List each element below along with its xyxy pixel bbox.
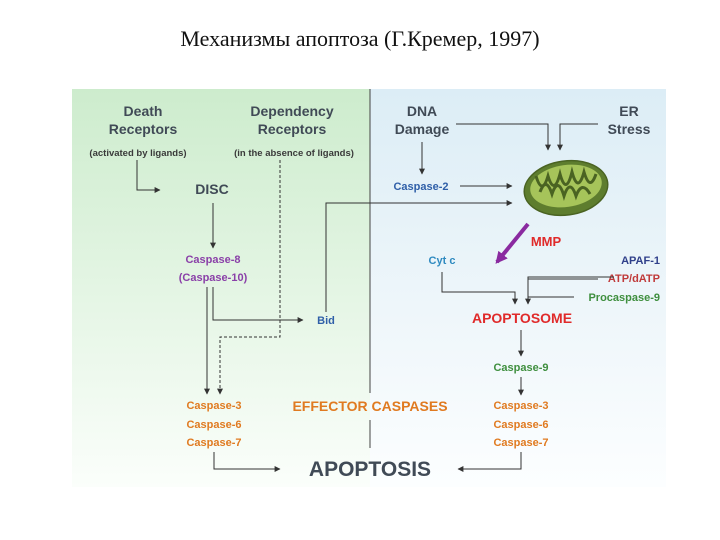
apoptosome-label: APOPTOSOME [472,310,572,326]
left-caspase-7-label: Caspase-7 [186,437,241,449]
right-caspase-3-label: Caspase-3 [493,400,548,412]
left-panel-background [72,89,370,487]
apaf-1-label: APAF-1 [621,255,660,267]
arrow-bid-to-mitochondrion [325,200,513,312]
arrow-dna-to-mitochondrion [456,123,551,151]
arrow-apaf1-to-apoptosome [525,276,614,305]
caspase-10-label: (Caspase-10) [179,272,248,284]
death-receptors-label: Death [124,103,163,119]
death-receptors-note: (activated by ligands) [89,148,186,159]
dependency-receptors-label: Dependency [250,103,333,119]
death-receptors-label-2: Receptors [109,121,178,137]
effector-caspases-label: EFFECTOR CASPASES [292,398,447,414]
disc-label: DISC [195,181,228,197]
cyt-c-label: Cyt c [429,255,456,267]
apoptosis-label: APOPTOSIS [309,458,431,481]
caspase-8-label: Caspase-8 [185,254,240,266]
dna-damage-label: DNA [407,103,437,119]
mmp-label: MMP [531,234,562,249]
arrow-er-to-mitochondrion [557,123,598,151]
dependency-receptors-label-2: Receptors [258,121,327,137]
procaspase-9-label: Procaspase-9 [588,292,660,304]
dna-damage-label-2: Damage [395,121,450,137]
left-caspase-3-label: Caspase-3 [186,400,241,412]
caspase-9-label: Caspase-9 [493,362,548,374]
right-caspase-6-label: Caspase-6 [493,419,548,431]
caspase-2-label: Caspase-2 [393,181,448,193]
arrow-dependency-to-effectors [217,160,281,395]
arrow-right-effectors-to-apoptosis [457,452,522,472]
arrow-mmp-release [495,222,530,264]
dependency-receptors-note: (in the absence of ligands) [234,148,354,159]
atp-datp-label: ATP/dATP [608,273,660,285]
left-caspase-6-label: Caspase-6 [186,419,241,431]
right-panel-background [370,89,666,487]
page-title: Механизмы апоптоза (Г.Кремер, 1997) [180,26,540,51]
arrow-left-effectors-to-apoptosis [213,452,281,472]
arrow-cytc-to-apoptosome [441,272,518,305]
er-stress-label: ER [619,103,638,119]
mitochondrion-icon [523,159,609,217]
arrow-death-to-disc [136,160,161,193]
bid-label: Bid [317,315,335,327]
er-stress-label-2: Stress [608,121,651,137]
right-caspase-7-label: Caspase-7 [493,437,548,449]
arrow-caspase8-to-bid [212,287,304,323]
